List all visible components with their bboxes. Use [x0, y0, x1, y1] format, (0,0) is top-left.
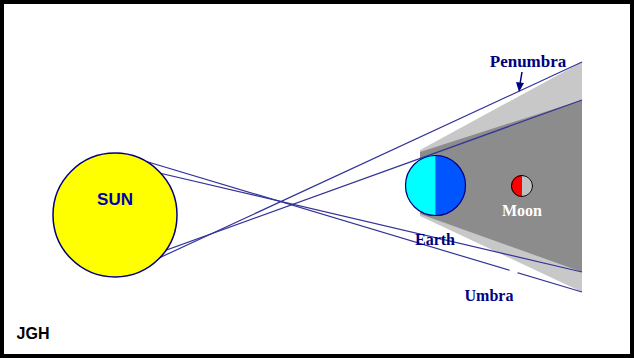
tangent-line [125, 165, 582, 272]
arrow-head [516, 82, 524, 92]
moon-circle-shape [511, 175, 533, 197]
leader-line [512, 272, 514, 285]
sun-circle-shape [52, 152, 178, 278]
earth-circle: Earth [405, 155, 466, 216]
sun-label: SUN [97, 190, 133, 210]
moon-outline [512, 176, 533, 197]
leader-line [520, 72, 522, 84]
region-label: Penumbra [490, 52, 567, 72]
earth-outline [406, 156, 466, 216]
moon-circle: Moon [511, 175, 533, 197]
moon-red-half [511, 175, 522, 197]
sun-disc [53, 153, 177, 277]
tangent-line [118, 153, 582, 292]
tangent-line [118, 62, 582, 277]
earth-label: Earth [415, 231, 455, 249]
tangent-line [125, 100, 582, 265]
earth-dark-half [436, 155, 466, 216]
author-mark: JGH [17, 325, 50, 343]
sun-circle: SUN [52, 152, 178, 278]
region-label: Umbra [465, 287, 514, 305]
earth-lit-half [405, 155, 435, 216]
arrow-head [508, 264, 518, 273]
moon-grey-half [522, 175, 533, 197]
earth-circle-shape [405, 155, 466, 216]
penumbra-region [420, 62, 582, 292]
moon-label: Moon [502, 202, 542, 220]
